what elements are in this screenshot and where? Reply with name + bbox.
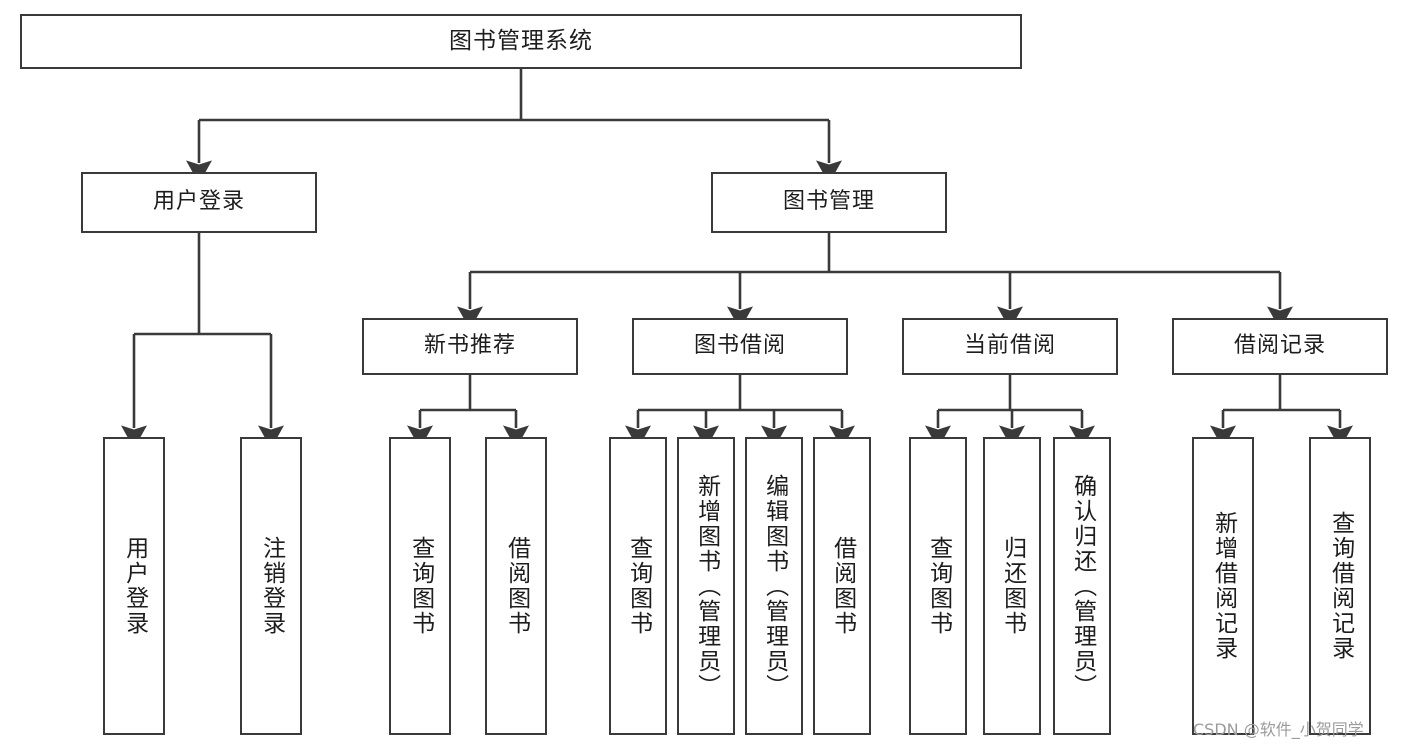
node-leaf-add-record-label: 新增借阅记录 — [1210, 511, 1237, 661]
node-leaf-query-book-rec-label: 查询图书 — [407, 536, 434, 636]
node-new-book-recommend-label: 新书推荐 — [423, 333, 516, 359]
node-root-label: 图书管理系统 — [449, 27, 593, 54]
node-leaf-query-record[interactable]: 查询借阅记录 — [1309, 437, 1371, 735]
node-leaf-borrow-book-label: 借阅图书 — [829, 536, 856, 636]
node-leaf-user-login-label: 用户登录 — [121, 536, 148, 636]
node-leaf-edit-book[interactable]: 编辑图书（管理员） — [745, 437, 803, 735]
node-leaf-logout-label: 注销登录 — [258, 536, 285, 636]
node-borrow-record[interactable]: 借阅记录 — [1172, 318, 1388, 375]
node-leaf-query-book-borrow-label: 查询图书 — [625, 536, 652, 636]
node-leaf-confirm-return[interactable]: 确认归还（管理员） — [1053, 437, 1111, 735]
node-user-login[interactable]: 用户登录 — [81, 172, 317, 233]
csdn-watermark: CSDN @软件_小贺同学 — [1193, 720, 1364, 739]
node-leaf-confirm-return-label: 确认归还（管理员） — [1069, 473, 1096, 699]
node-leaf-borrow-book-rec-label: 借阅图书 — [503, 536, 530, 636]
node-leaf-query-book-cur-label: 查询图书 — [925, 536, 952, 636]
node-leaf-edit-book-label: 编辑图书（管理员） — [761, 473, 788, 699]
node-leaf-return-book[interactable]: 归还图书 — [983, 437, 1041, 735]
node-book-manage[interactable]: 图书管理 — [711, 172, 947, 233]
node-leaf-add-book-label: 新增图书（管理员） — [693, 473, 720, 699]
node-leaf-borrow-book[interactable]: 借阅图书 — [813, 437, 871, 735]
node-leaf-return-book-label: 归还图书 — [999, 536, 1026, 636]
node-leaf-add-book[interactable]: 新增图书（管理员） — [677, 437, 735, 735]
node-book-manage-label: 图书管理 — [782, 189, 875, 215]
node-leaf-query-record-label: 查询借阅记录 — [1327, 511, 1354, 661]
node-leaf-add-record[interactable]: 新增借阅记录 — [1192, 437, 1254, 735]
node-book-borrow[interactable]: 图书借阅 — [632, 318, 848, 375]
node-leaf-borrow-book-rec[interactable]: 借阅图书 — [485, 437, 547, 735]
node-leaf-logout[interactable]: 注销登录 — [240, 437, 302, 735]
node-leaf-query-book-cur[interactable]: 查询图书 — [909, 437, 967, 735]
node-root[interactable]: 图书管理系统 — [20, 14, 1022, 69]
node-user-login-label: 用户登录 — [152, 189, 245, 215]
node-current-borrow[interactable]: 当前借阅 — [902, 318, 1118, 375]
node-borrow-record-label: 借阅记录 — [1233, 333, 1326, 359]
node-leaf-query-book-borrow[interactable]: 查询图书 — [609, 437, 667, 735]
node-leaf-query-book-rec[interactable]: 查询图书 — [389, 437, 451, 735]
node-new-book-recommend[interactable]: 新书推荐 — [362, 318, 578, 375]
node-current-borrow-label: 当前借阅 — [963, 333, 1056, 359]
node-book-borrow-label: 图书借阅 — [693, 333, 786, 359]
node-leaf-user-login[interactable]: 用户登录 — [103, 437, 165, 735]
